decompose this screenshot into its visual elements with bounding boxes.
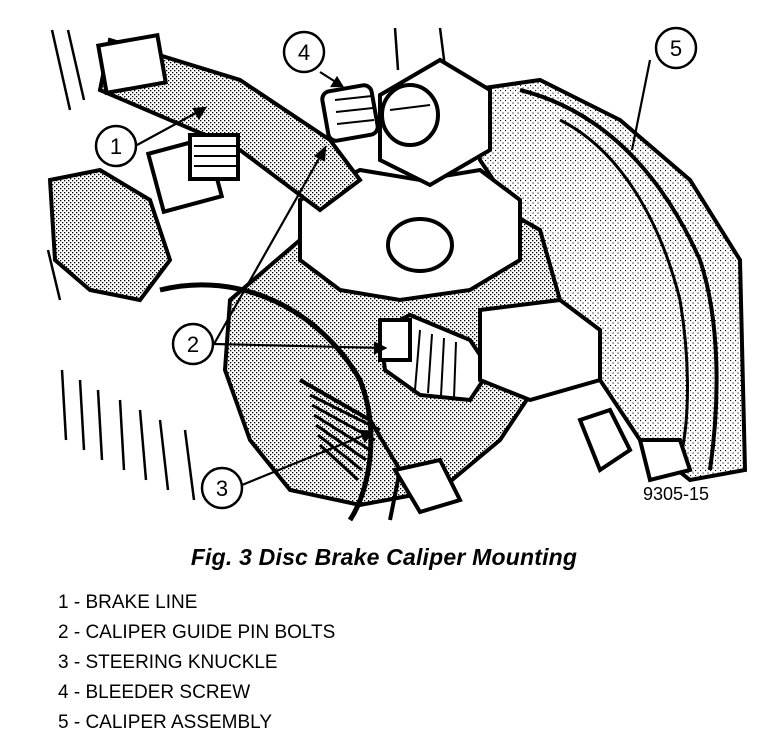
- lower-fittings: [391, 457, 463, 515]
- bleeder-screw: [320, 83, 380, 143]
- caliper-bracket: [478, 297, 693, 483]
- legend-list: 1 - BRAKE LINE 2 - CALIPER GUIDE PIN BOL…: [58, 588, 335, 738]
- brake-caliper-illustration: 1 2 3 4 5 9305-15: [46, 26, 748, 522]
- upper-caliper-bolt: [378, 57, 492, 188]
- svg-text:5: 5: [670, 36, 682, 61]
- knuckle-hole: [386, 217, 454, 273]
- lower-guide-pin-bolt: [377, 312, 493, 403]
- background-hatching: [46, 27, 448, 501]
- svg-text:1: 1: [110, 134, 122, 159]
- callout-5: 5: [654, 26, 698, 70]
- svg-text:2: 2: [187, 332, 199, 357]
- figure-caption: Fig. 3 Disc Brake Caliper Mounting: [190, 544, 578, 570]
- legend-item-bleeder-screw: 4 - BLEEDER SCREW: [58, 682, 251, 703]
- figure-code: 9305-15: [643, 484, 709, 504]
- callout-1: 1: [94, 124, 138, 168]
- svg-text:3: 3: [216, 476, 228, 501]
- callout-2: 2: [171, 322, 215, 366]
- leader-lines: [136, 59, 652, 487]
- callout-3: 3: [200, 466, 244, 510]
- left-housing: [47, 167, 173, 303]
- callout-4: 4: [282, 30, 326, 74]
- legend-item-steering-knuckle: 3 - STEERING KNUCKLE: [58, 652, 278, 673]
- brake-line: [95, 32, 363, 215]
- caliper-assembly-edge: [519, 88, 719, 471]
- legend-item-caliper-assembly: 5 - CALIPER ASSEMBLY: [58, 712, 273, 733]
- legend-item-caliper-guide-pin-bolts: 2 - CALIPER GUIDE PIN BOLTS: [58, 622, 336, 643]
- legend-item-brake-line: 1 - BRAKE LINE: [58, 592, 198, 613]
- svg-text:4: 4: [298, 40, 310, 65]
- caliper-assembly-inner-edge: [559, 118, 689, 461]
